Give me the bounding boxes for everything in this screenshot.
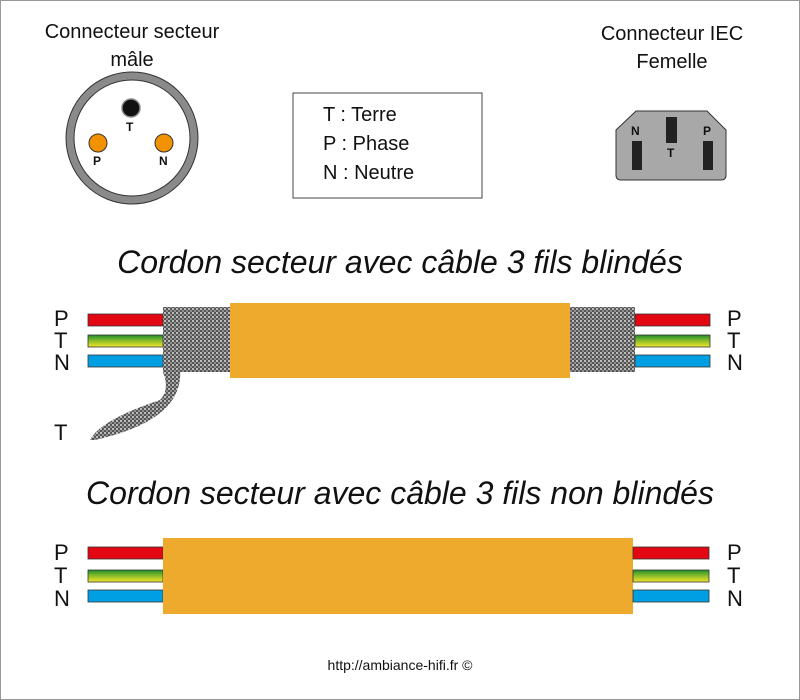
right-label-earth: T: [727, 328, 741, 353]
pin-label-neutral: N: [159, 154, 168, 168]
iec-label-phase: P: [703, 124, 712, 138]
earth-pin: [121, 98, 141, 118]
legend-box: [292, 92, 483, 199]
left-label-earth: T: [54, 328, 68, 353]
iec-label-neutral: N: [631, 124, 640, 138]
shield-label-earth: T: [54, 420, 68, 445]
legend-item-neutral: N : Neutre: [323, 162, 415, 184]
iec-title-1: Connecteur IEC: [600, 23, 744, 45]
pin-label-phase: P: [93, 154, 102, 168]
right-shield-braid: [570, 307, 635, 372]
legend-item-earth: T : Terre: [323, 104, 397, 126]
left-label-phase: P: [54, 306, 69, 331]
left-label-phase: P: [54, 540, 69, 565]
left-shield-braid: [163, 307, 230, 372]
shielded-title: Cordon secteur avec câble 3 fils blindés: [117, 244, 683, 280]
iec-connector: [615, 110, 727, 181]
left-label-neutral: N: [54, 586, 70, 611]
phase-pin: [88, 133, 108, 153]
right-label-neutral: N: [727, 586, 743, 611]
legend-item-phase: P : Phase: [323, 133, 410, 155]
male-connector: [65, 71, 199, 205]
unshielded-title: Cordon secteur avec câble 3 fils non bli…: [86, 475, 714, 511]
phase-slot: [703, 141, 713, 170]
left-label-neutral: N: [54, 350, 70, 375]
iec-label-earth: T: [667, 146, 675, 160]
right-label-phase: P: [727, 306, 742, 331]
right-label-neutral: N: [727, 350, 743, 375]
male-connector-title-2: mâle: [110, 49, 154, 71]
neutral-slot: [632, 141, 642, 170]
iec-title-2: Femelle: [636, 51, 708, 73]
neutral-pin: [154, 133, 174, 153]
male-connector-title-1: Connecteur secteur: [44, 21, 220, 43]
pin-label-earth: T: [126, 120, 134, 134]
cable-jacket: [230, 303, 570, 378]
cable-jacket: [163, 538, 633, 614]
right-label-earth: T: [727, 563, 741, 588]
earth-slot: [666, 117, 677, 143]
footer-credit: http://ambiance-hifi.fr ©: [327, 657, 473, 673]
unshielded-cable: [87, 538, 710, 614]
shielded-cable: [87, 303, 711, 440]
left-label-earth: T: [54, 563, 68, 588]
right-label-phase: P: [727, 540, 742, 565]
